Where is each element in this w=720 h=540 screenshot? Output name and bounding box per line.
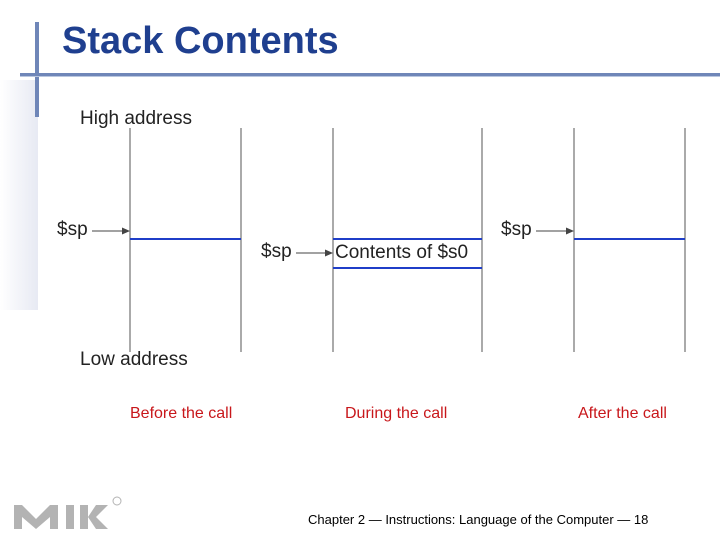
title-accent-shadow	[20, 76, 720, 77]
high-address-label: High address	[80, 108, 192, 129]
title-accent-vertical	[35, 22, 39, 117]
after-sp-label: $sp	[501, 219, 532, 240]
mk-logo	[14, 496, 122, 529]
before-sp-label: $sp	[57, 219, 88, 240]
footer-text: Chapter 2 — Instructions: Language of th…	[308, 512, 649, 527]
after-sp-arrowhead	[566, 227, 574, 235]
low-address-label: Low address	[80, 349, 188, 370]
during-sp-arrowhead	[325, 249, 333, 257]
side-decoration	[0, 80, 38, 310]
contents-s0-label: Contents of $s0	[335, 242, 469, 263]
caption-before-call: Before the call	[130, 405, 233, 422]
slide-title: Stack Contents	[62, 20, 339, 62]
during-sp-label: $sp	[261, 241, 292, 262]
caption-after-call: After the call	[578, 405, 667, 422]
title-accent-horizontal	[20, 73, 720, 76]
before-sp-arrowhead	[122, 227, 130, 235]
caption-during-call: During the call	[345, 405, 448, 422]
